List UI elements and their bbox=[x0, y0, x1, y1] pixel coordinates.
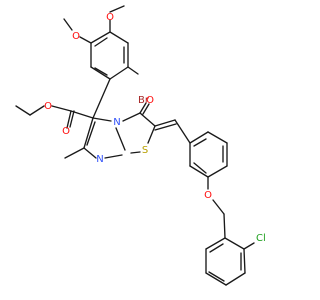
bond bbox=[142, 103, 150, 115]
bond bbox=[193, 162, 207, 174]
bond bbox=[193, 138, 207, 147]
bond bbox=[86, 121, 96, 146]
molecule-canvas: O O Br O O O N N S O Cl bbox=[15, 5, 266, 286]
thiazolidinone-ring bbox=[122, 102, 156, 154]
bond bbox=[51, 105, 72, 112]
bond bbox=[109, 5, 125, 13]
bond bbox=[147, 125, 156, 144]
bond bbox=[63, 18, 73, 31]
bond bbox=[223, 213, 226, 239]
bond bbox=[90, 31, 111, 44]
atom-labels: O O Br O O O N N S O Cl bbox=[44, 12, 266, 244]
bond bbox=[15, 105, 31, 116]
bond bbox=[205, 272, 227, 286]
bond bbox=[115, 127, 126, 151]
bond bbox=[130, 151, 141, 154]
atom-label-ring-s: S bbox=[142, 145, 148, 156]
bond bbox=[209, 243, 224, 253]
bond bbox=[109, 66, 129, 80]
bond bbox=[189, 131, 209, 144]
bond bbox=[189, 165, 209, 178]
molecule-structure: O O Br O O O N N S O Cl bbox=[15, 5, 266, 286]
atom-label-methoxy-o-2: O bbox=[72, 31, 80, 42]
bond bbox=[208, 271, 225, 282]
atom-label-methoxy-o-1: O bbox=[106, 12, 114, 23]
bond bbox=[94, 37, 108, 47]
bond bbox=[79, 36, 92, 44]
bond bbox=[139, 102, 147, 114]
bond bbox=[205, 237, 226, 250]
benzylidene-phenyl-ring bbox=[189, 131, 228, 178]
bond bbox=[109, 31, 129, 44]
bond bbox=[104, 154, 123, 159]
bond bbox=[154, 123, 177, 131]
bond bbox=[92, 78, 111, 119]
bond bbox=[154, 119, 176, 127]
bond bbox=[70, 110, 94, 119]
bond bbox=[66, 110, 72, 129]
atom-label-aryl-ether-o: O bbox=[204, 190, 212, 201]
bond bbox=[243, 242, 255, 250]
bond bbox=[90, 66, 111, 80]
bond bbox=[122, 112, 141, 122]
chlorobenzyl-ring bbox=[205, 213, 246, 286]
atom-label-ester-carbonyl-o: O bbox=[62, 126, 70, 137]
bond bbox=[207, 131, 228, 144]
atom-label-ring-carbonyl-o: O bbox=[146, 95, 154, 106]
bond bbox=[224, 237, 245, 250]
bond bbox=[127, 66, 139, 75]
bond bbox=[69, 110, 75, 128]
atom-label-bromine: Br bbox=[138, 95, 150, 106]
ethyl-ester-group bbox=[15, 105, 94, 129]
bond bbox=[64, 147, 85, 159]
atom-label-ester-ether-o: O bbox=[44, 101, 52, 112]
bond bbox=[139, 112, 156, 127]
bond bbox=[207, 165, 228, 178]
bond bbox=[29, 105, 45, 116]
bond bbox=[212, 199, 225, 215]
bond bbox=[174, 119, 191, 144]
bond bbox=[225, 272, 246, 286]
atom-label-chlorine: Cl bbox=[256, 233, 266, 244]
atom-label-ring-n-fused: N bbox=[113, 117, 120, 128]
bromo-dimethoxyphenyl-ring bbox=[90, 31, 129, 80]
bond bbox=[83, 147, 97, 159]
bond bbox=[94, 67, 108, 76]
atom-label-ring-n-imine: N bbox=[96, 154, 103, 165]
bond bbox=[83, 117, 94, 149]
bond bbox=[243, 248, 246, 274]
bond bbox=[92, 117, 112, 122]
pyrimidine-ring bbox=[83, 78, 126, 159]
